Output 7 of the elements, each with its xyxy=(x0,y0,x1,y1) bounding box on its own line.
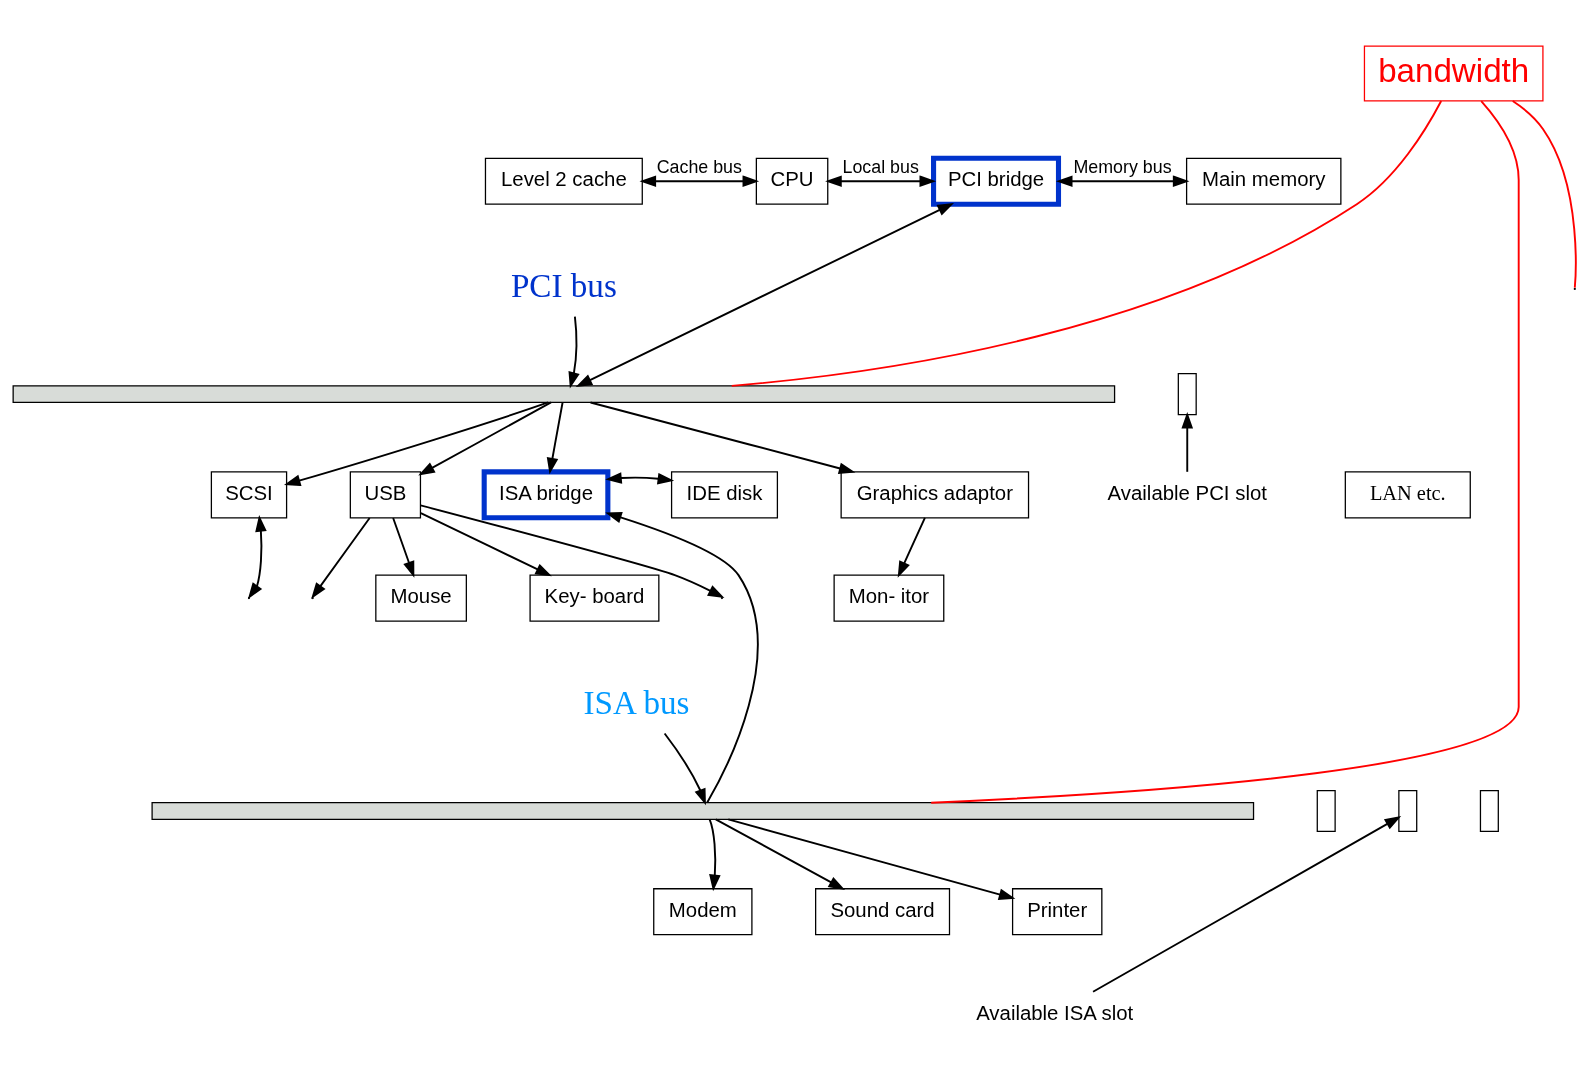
node-text: ISA bus xyxy=(583,683,690,721)
node-text: PCI bus xyxy=(510,266,617,304)
edge-label: Cache bus xyxy=(656,156,742,177)
node-text: Available PCI slot xyxy=(1107,481,1267,504)
edge-label: Memory bus xyxy=(1073,156,1172,177)
edge-label: Local bus xyxy=(842,156,919,177)
node-text: Available ISA slot xyxy=(976,1001,1134,1024)
